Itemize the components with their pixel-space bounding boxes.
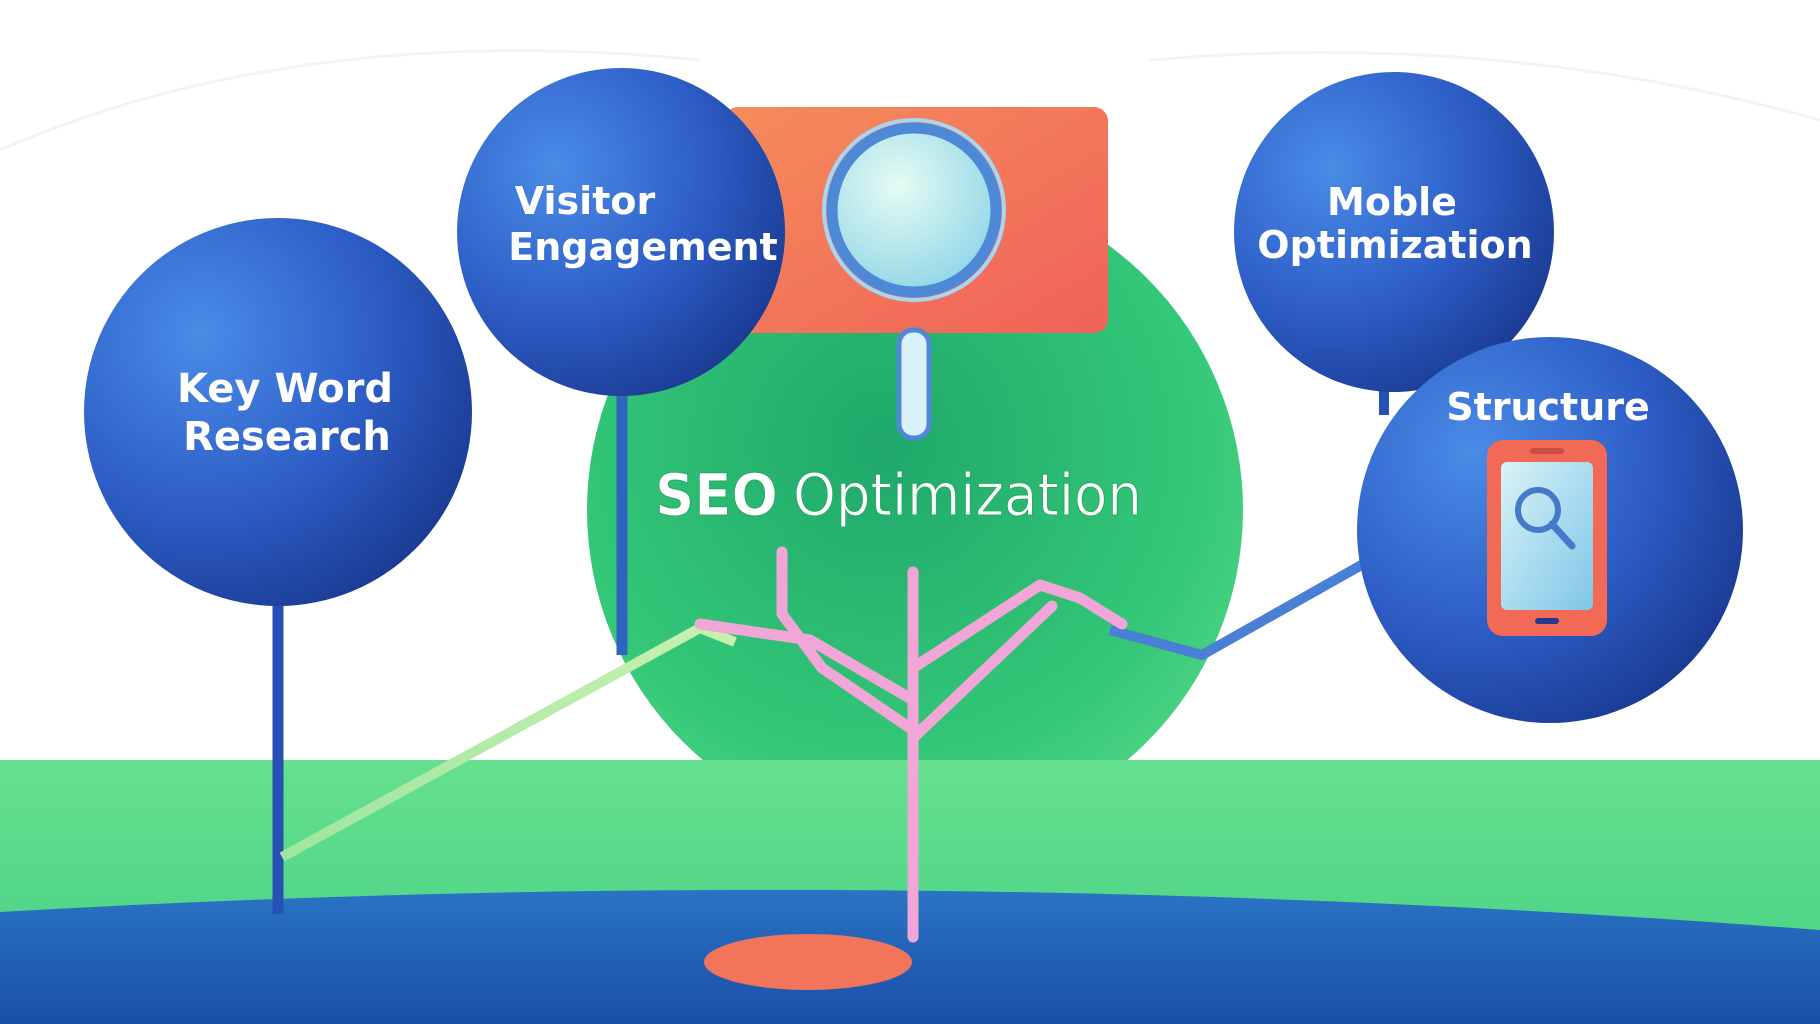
magnifier-icon (822, 118, 1006, 441)
smartphone-search-icon (1487, 440, 1607, 636)
right-connector-line (1108, 558, 1368, 660)
plant-base-disc (704, 934, 912, 990)
visitor-label-line1: Visitor (515, 179, 656, 223)
visitor-label-line2: Engagement (508, 225, 777, 269)
background-arc (1149, 51, 1820, 122)
node-visitor-engagement: Visitor Engagement (457, 68, 785, 396)
structure-label: Structure (1446, 385, 1650, 429)
central-title-rest: Optimization (793, 461, 1142, 529)
node-keyword-research: Key Word Research (84, 218, 472, 606)
background-arc (0, 49, 701, 152)
node-mobile-optimization: Moble Optimization (1234, 72, 1554, 392)
node-structure: Structure (1357, 337, 1743, 723)
central-title-bold: SEO (655, 461, 778, 529)
mobile-label-line1: Moble (1327, 180, 1457, 224)
keyword-label-line2: Research (183, 414, 391, 460)
mobile-label-line2: Optimization (1257, 223, 1532, 267)
keyword-label-line1: Key Word (177, 366, 393, 412)
central-green-circle (587, 182, 1243, 838)
seo-tree-branches (694, 546, 1128, 943)
